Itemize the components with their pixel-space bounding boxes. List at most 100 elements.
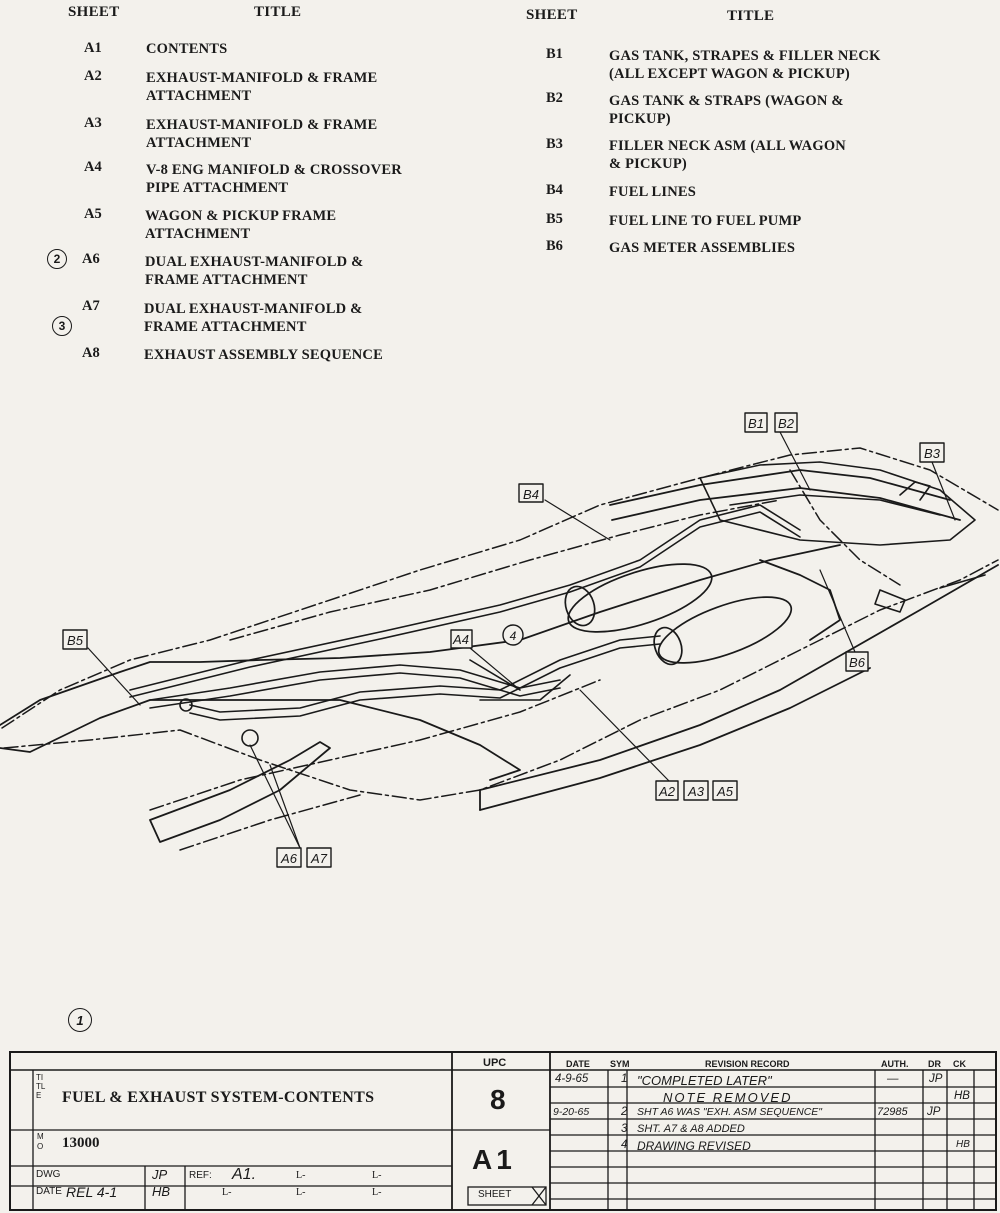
rev-header-record: REVISION RECORD: [705, 1059, 790, 1069]
ref-blank: L-: [372, 1187, 382, 1198]
sheet-title: GAS TANK & STRAPS (WAGON & PICKUP): [609, 93, 844, 127]
sheet-code: A4: [84, 159, 102, 175]
rev-ck: HB: [954, 1090, 970, 1102]
sheet-header-right: SHEET: [526, 7, 578, 23]
rev-header-ck: CK: [953, 1059, 966, 1069]
callout-b3: B3: [924, 446, 941, 461]
sheet-title: FUEL LINE TO FUEL PUMP: [609, 213, 802, 229]
piping: [129, 504, 986, 747]
title-header-right: TITLE: [727, 8, 775, 24]
sheet-code: A5: [84, 206, 102, 222]
rev-sym: 1: [621, 1073, 628, 1085]
ref-value: A1.: [232, 1166, 257, 1183]
sheet-title: EXHAUST ASSEMBLY SEQUENCE: [144, 347, 383, 363]
rev-dr: JP: [927, 1106, 941, 1118]
revision-mark-1: 1: [68, 1008, 92, 1032]
sheet-code: B2: [546, 90, 563, 106]
callout-labels: B1 B2 B3 B4 B5 B6 A4 A2 A3 A5 A6 A7 4: [67, 416, 941, 866]
callout-boxes: [62, 412, 945, 868]
checked-initials: HB: [152, 1184, 171, 1199]
leader-lines: [87, 431, 956, 849]
callout-a7: A7: [310, 851, 328, 866]
upc-label: UPC: [483, 1057, 507, 1069]
revision-row: 3 SHT. A7 & A8 ADDED: [553, 1123, 996, 1139]
title-header-left: TITLE: [254, 4, 302, 20]
sheet-title: CONTENTS: [146, 41, 228, 57]
title-vertical-label: TITLE: [36, 1073, 46, 1100]
rev-dr: JP: [929, 1073, 943, 1085]
rev-sym: 4: [621, 1139, 628, 1151]
rev-record: SHT A6 WAS "EXH. ASM SEQUENCE": [637, 1106, 823, 1118]
ref-blank: L-: [222, 1187, 232, 1198]
rev-record: SHT. A7 & A8 ADDED: [637, 1123, 745, 1135]
sheet-code: B1: [546, 46, 563, 62]
frame-rails: [0, 469, 999, 843]
sheet-code: A8: [82, 345, 100, 361]
rev-auth: —: [887, 1073, 899, 1085]
rev-date: 4-9-65: [555, 1073, 589, 1085]
sheet-code: A3: [84, 115, 102, 131]
sheet-code: B4: [546, 182, 563, 198]
ref-blank: L-: [296, 1187, 306, 1198]
sheet-label: SHEET: [478, 1189, 512, 1200]
revision-row: 4 DRAWING REVISED HB: [553, 1139, 996, 1155]
sheet-title: V-8 ENG MANIFOLD & CROSSOVER PIPE ATTACH…: [146, 162, 402, 196]
rev-header-dr: DR: [928, 1059, 941, 1069]
sheet-title: GAS METER ASSEMBLIES: [609, 240, 796, 256]
callout-a3: A3: [687, 784, 705, 799]
drawing-title: FUEL & EXHAUST SYSTEM-CONTENTS: [62, 1089, 375, 1106]
callout-b5: B5: [67, 633, 84, 648]
rev-sym: 2: [621, 1106, 628, 1118]
sheet-title: GAS TANK, STRAPES & FILLER NECK (ALL EXC…: [609, 48, 881, 82]
rev-record: DRAWING REVISED: [637, 1139, 751, 1153]
rev-header-date: DATE: [566, 1059, 590, 1069]
title-block-grid: [9, 1051, 997, 1211]
sheet-title: WAGON & PICKUP FRAME ATTACHMENT: [145, 208, 337, 242]
revision-mark-2: 2: [47, 249, 67, 269]
rev-header-auth: AUTH.: [881, 1059, 909, 1069]
callout-b4: B4: [523, 487, 539, 502]
rev-ck: HB: [956, 1139, 970, 1150]
callout-circle-4: 4: [510, 629, 517, 643]
sheet-title: EXHAUST-MANIFOLD & FRAME ATTACHMENT: [146, 70, 378, 104]
sheet-title: DUAL EXHAUST-MANIFOLD & FRAME ATTACHMENT: [145, 254, 364, 288]
rev-auth: 72985: [877, 1106, 908, 1118]
rev-date: 9-20-65: [553, 1106, 590, 1118]
ref-blank: L-: [372, 1170, 382, 1181]
sheet-code: B5: [546, 211, 563, 227]
callout-b6: B6: [849, 655, 866, 670]
callout-b1: B1: [748, 416, 764, 431]
callout-a5: A5: [716, 784, 734, 799]
callout-a6: A6: [280, 851, 298, 866]
sheet-code: B6: [546, 238, 563, 254]
callout-a4: A4: [452, 632, 469, 647]
chassis-diagram: B1 B2 B3 B4 B5 B6 A4 A2 A3 A5 A6 A7 4: [0, 412, 999, 868]
mo-number: 13000: [62, 1135, 100, 1151]
rev-sym: 3: [621, 1123, 628, 1135]
callout-a2: A2: [658, 784, 676, 799]
mo-vertical-label: MO: [37, 1132, 44, 1151]
sheet-code: A7: [82, 298, 100, 314]
body-outline: [1, 447, 999, 851]
revision-row: 4-9-65 1 "COMPLETED LATER" — JP: [553, 1073, 996, 1089]
revision-row: NOTE REMOVED HB: [553, 1090, 996, 1106]
mufflers: [564, 563, 793, 666]
sheet-number: A1: [472, 1144, 516, 1175]
ref-blank: L-: [296, 1170, 306, 1181]
revision-row: 9-20-65 2 SHT A6 WAS "EXH. ASM SEQUENCE"…: [553, 1106, 996, 1122]
sheet-code: A2: [84, 68, 102, 84]
sheet-title: DUAL EXHAUST-MANIFOLD & FRAME ATTACHMENT: [144, 301, 363, 335]
dwg-label: DWG: [36, 1169, 61, 1180]
release-date: REL 4-1: [66, 1184, 118, 1200]
callout-b2: B2: [778, 416, 795, 431]
drawn-initials: JP: [152, 1167, 168, 1182]
sheet-title: EXHAUST-MANIFOLD & FRAME ATTACHMENT: [146, 117, 378, 151]
sheet-code: B3: [546, 136, 563, 152]
sheet-title: FILLER NECK ASM (ALL WAGON & PICKUP): [609, 138, 846, 172]
upc-value: 8: [490, 1084, 506, 1115]
sheet-title: FUEL LINES: [609, 184, 697, 200]
sheet-code: A6: [82, 251, 100, 267]
rev-record: "COMPLETED LATER": [637, 1073, 772, 1088]
fuel-tank: [699, 461, 976, 546]
rev-header-sym: SYM: [610, 1059, 630, 1069]
